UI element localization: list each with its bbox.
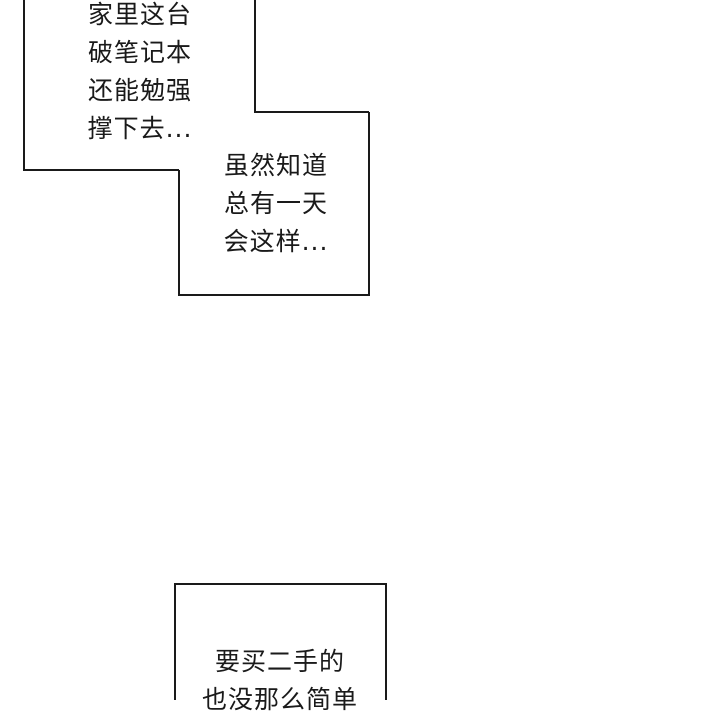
caption-line: 也没那么简单 <box>201 685 358 714</box>
caption-box-1-border <box>23 0 369 171</box>
comic-panel: 家里这台 破笔记本 还能勉强 撑下去... 虽然知道 总有一天 会这样... 要… <box>23 0 387 714</box>
caption-box-1-text: 家里这台 破笔记本 还能勉强 撑下去... <box>70 0 210 148</box>
caption-box-2-text: 虽然知道 总有一天 会这样... <box>206 147 346 261</box>
caption-line: 虽然知道 <box>223 151 328 180</box>
caption-line: 家里这台 <box>87 0 192 29</box>
caption-line: 总有一天 <box>223 189 328 218</box>
caption-box-3-border <box>174 583 387 700</box>
caption-line: 破笔记本 <box>87 38 192 67</box>
caption-line: 会这样... <box>223 227 329 256</box>
caption-box-frames <box>23 0 387 700</box>
caption-line: 撑下去... <box>87 114 193 143</box>
caption-line: 还能勉强 <box>87 76 192 105</box>
caption-box-3-text: 要买二手的 也没那么简单 <box>190 643 370 719</box>
caption-box-2-border <box>178 112 370 296</box>
caption-line: 要买二手的 <box>214 647 345 676</box>
